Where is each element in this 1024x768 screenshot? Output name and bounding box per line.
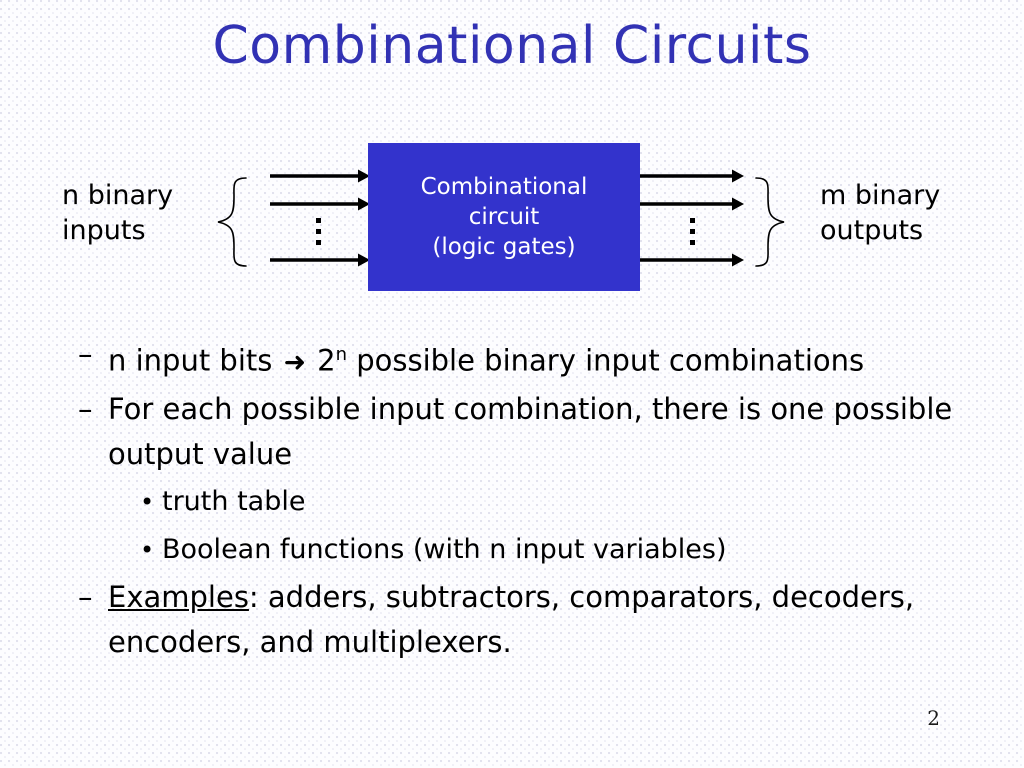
text-run: possible binary input combinations <box>347 343 865 378</box>
page-title: Combinational Circuits <box>212 16 812 76</box>
dash-bullet-icon: – <box>78 337 93 371</box>
list-item: •Boolean functions (with n input variabl… <box>140 527 978 573</box>
output-arrows <box>640 168 744 272</box>
dot-bullet-icon: • <box>140 487 155 516</box>
circuit-box: Combinational circuit (logic gates) <box>368 143 640 291</box>
circuit-box-line-2: circuit <box>468 204 540 230</box>
text-run: For each possible input combination, the… <box>108 391 953 471</box>
superscript: n <box>335 344 347 365</box>
dash-bullet-icon: – <box>78 579 93 614</box>
list-item: –n input bits ➜ 2n possible binary input… <box>78 332 978 385</box>
dash-bullet-icon: – <box>78 391 93 426</box>
circuit-box-line-3: (logic gates) <box>432 234 576 260</box>
list-item: –For each possible input combination, th… <box>78 387 978 477</box>
input-label: n binary inputs <box>62 180 174 246</box>
list-item-text: Boolean functions (with n input variable… <box>162 527 978 573</box>
list-item-text: Examples: adders, subtractors, comparato… <box>108 575 978 665</box>
list-item-text: n input bits ➜ 2n possible binary input … <box>108 332 978 385</box>
text-run: n input bits <box>108 343 282 378</box>
dot-bullet-icon: • <box>140 535 155 564</box>
right-arrow-icon: ➜ <box>283 346 306 378</box>
vertical-dots-icon <box>316 218 321 245</box>
output-label: m binary outputs <box>820 180 941 246</box>
list-item: •truth table <box>140 479 978 525</box>
left-brace-icon <box>216 176 250 268</box>
right-brace-icon <box>752 176 786 268</box>
circuit-box-line-1: Combinational <box>420 174 588 200</box>
text-run: 2 <box>307 343 336 378</box>
list-item: –Examples: adders, subtractors, comparat… <box>78 575 978 665</box>
bullet-list: –n input bits ➜ 2n possible binary input… <box>78 332 978 667</box>
text-run: : adders, subtractors, comparators, deco… <box>108 579 915 659</box>
list-item-text: For each possible input combination, the… <box>108 387 978 477</box>
text-run: truth table <box>162 485 306 517</box>
input-arrows <box>270 168 370 272</box>
vertical-dots-icon <box>690 218 695 245</box>
list-item-text: truth table <box>162 479 978 525</box>
text-run: Boolean functions (with n input variable… <box>162 533 727 565</box>
underlined-term: Examples <box>108 579 249 614</box>
page-number: 2 <box>927 706 940 730</box>
